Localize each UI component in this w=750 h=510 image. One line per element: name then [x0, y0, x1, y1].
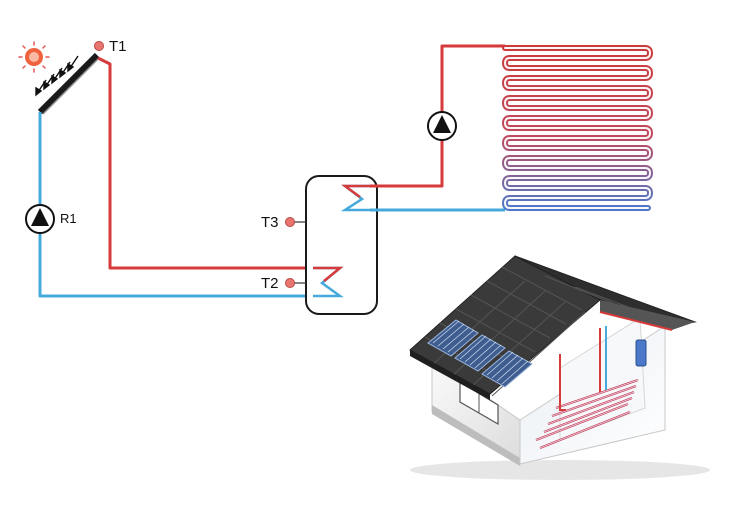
sensor-t1-icon	[94, 41, 104, 51]
sun-icon	[18, 41, 50, 73]
sensor-t3-icon	[285, 217, 306, 227]
house-illustration	[409, 255, 710, 480]
solar-hot-pipe	[97, 56, 335, 270]
label-r1: R1	[60, 211, 77, 226]
label-t1: T1	[109, 38, 127, 55]
pump-heating-icon	[427, 111, 457, 141]
solar-cold-pipe	[38, 112, 335, 298]
sensor-t2-icon	[285, 278, 306, 288]
label-t3: T3	[261, 214, 279, 231]
pump-r1-icon	[25, 204, 55, 234]
floor-heating-coil-icon	[502, 45, 653, 211]
solar-collector-icon	[35, 52, 100, 115]
label-t2: T2	[261, 275, 279, 292]
storage-tank-icon	[305, 175, 378, 315]
